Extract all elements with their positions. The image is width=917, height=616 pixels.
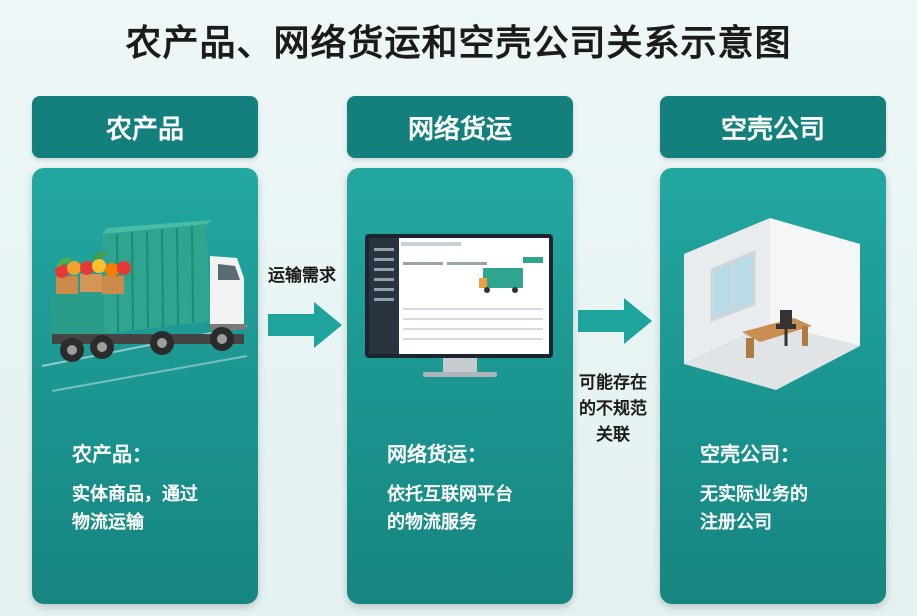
desc-line: 无实际业务的 xyxy=(700,484,808,505)
card-agricultural-products: 农产品： 实体商品，通过 物流运输 xyxy=(32,168,258,604)
desc-line: 注册公司 xyxy=(700,512,772,533)
arrow-label-line: 的不规范 xyxy=(579,399,647,419)
header-network-freight: 网络货运 xyxy=(347,96,573,158)
header-agricultural-products: 农产品 xyxy=(32,96,258,158)
card-network-freight: 网络货运： 依托互联网平台 的物流服务 xyxy=(347,168,573,604)
monitor-platform-illustration xyxy=(365,234,553,377)
desc-line: 实体商品，通过 xyxy=(72,484,198,505)
arrow-label-irregular-link: 可能存在 的不规范 关联 xyxy=(568,370,658,448)
arrow-label-line: 可能存在 xyxy=(579,373,647,393)
produce-truck-illustration xyxy=(41,220,248,392)
desc-network-freight: 网络货运： 依托互联网平台 的物流服务 xyxy=(387,438,513,537)
desc-title: 空壳公司： xyxy=(700,442,800,466)
right-arrow-icon xyxy=(268,302,342,348)
arrow-label-line: 运输需求 xyxy=(268,266,336,286)
desc-line: 物流运输 xyxy=(72,512,144,533)
header-shell-company: 空壳公司 xyxy=(660,96,886,158)
desc-line: 的物流服务 xyxy=(387,512,477,533)
desc-shell-company: 空壳公司： 无实际业务的 注册公司 xyxy=(700,438,808,537)
arrow-label-line: 关联 xyxy=(596,425,630,445)
page-title: 农产品、网络货运和空壳公司关系示意图 xyxy=(125,23,792,64)
empty-office-illustration xyxy=(684,218,860,390)
desc-agricultural-products: 农产品： 实体商品，通过 物流运输 xyxy=(72,438,198,537)
arrow-label-transport-demand: 运输需求 xyxy=(262,263,342,289)
desc-title: 农产品： xyxy=(72,442,152,466)
right-arrow-icon xyxy=(578,298,652,344)
card-shell-company: 空壳公司： 无实际业务的 注册公司 xyxy=(660,168,886,604)
desc-line: 依托互联网平台 xyxy=(387,484,513,505)
desc-title: 网络货运： xyxy=(387,442,487,466)
